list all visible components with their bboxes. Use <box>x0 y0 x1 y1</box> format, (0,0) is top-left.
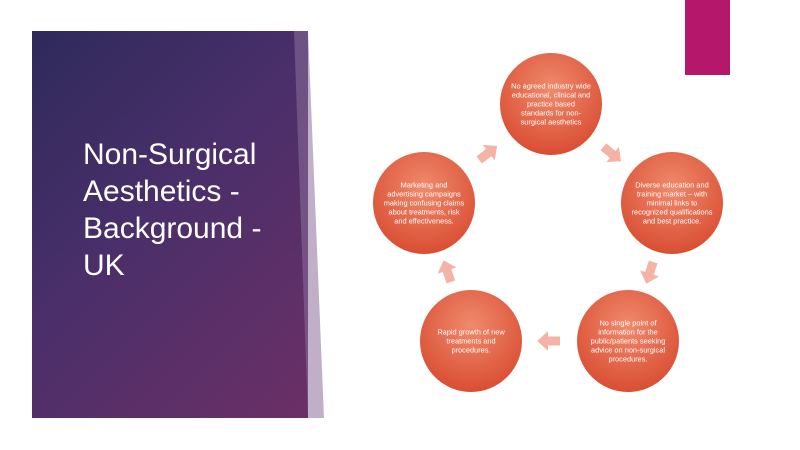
cycle-node-2 <box>621 152 723 254</box>
cycle-node-3 <box>577 290 679 392</box>
title-panel <box>32 31 308 418</box>
corner-accent-tab <box>685 0 730 75</box>
cycle-node-label-5: Marketing and advertising campaigns maki… <box>383 180 465 226</box>
cycle-node-1 <box>500 53 602 155</box>
cycle-node-label-2: Diverse education and training market – … <box>631 180 713 226</box>
cycle-node-label-3: No single point of information for the p… <box>590 318 666 364</box>
cycle-node-5 <box>373 152 475 254</box>
cycle-arrow-1 <box>599 141 623 164</box>
cycle-node-label-4: Rapid growth of new treatments and proce… <box>437 327 505 355</box>
cycle-arrow-5 <box>475 143 499 165</box>
cycle-arrow-2 <box>638 259 662 286</box>
cycle-arrow-4 <box>435 258 459 285</box>
cycle-arrow-3 <box>535 328 561 354</box>
slide-title: Non-Surgical Aesthetics - Background - U… <box>83 138 262 282</box>
cycle-node-label-1: No agreed industry wide educational, cli… <box>511 81 591 127</box>
cycle-node-4 <box>420 290 522 392</box>
